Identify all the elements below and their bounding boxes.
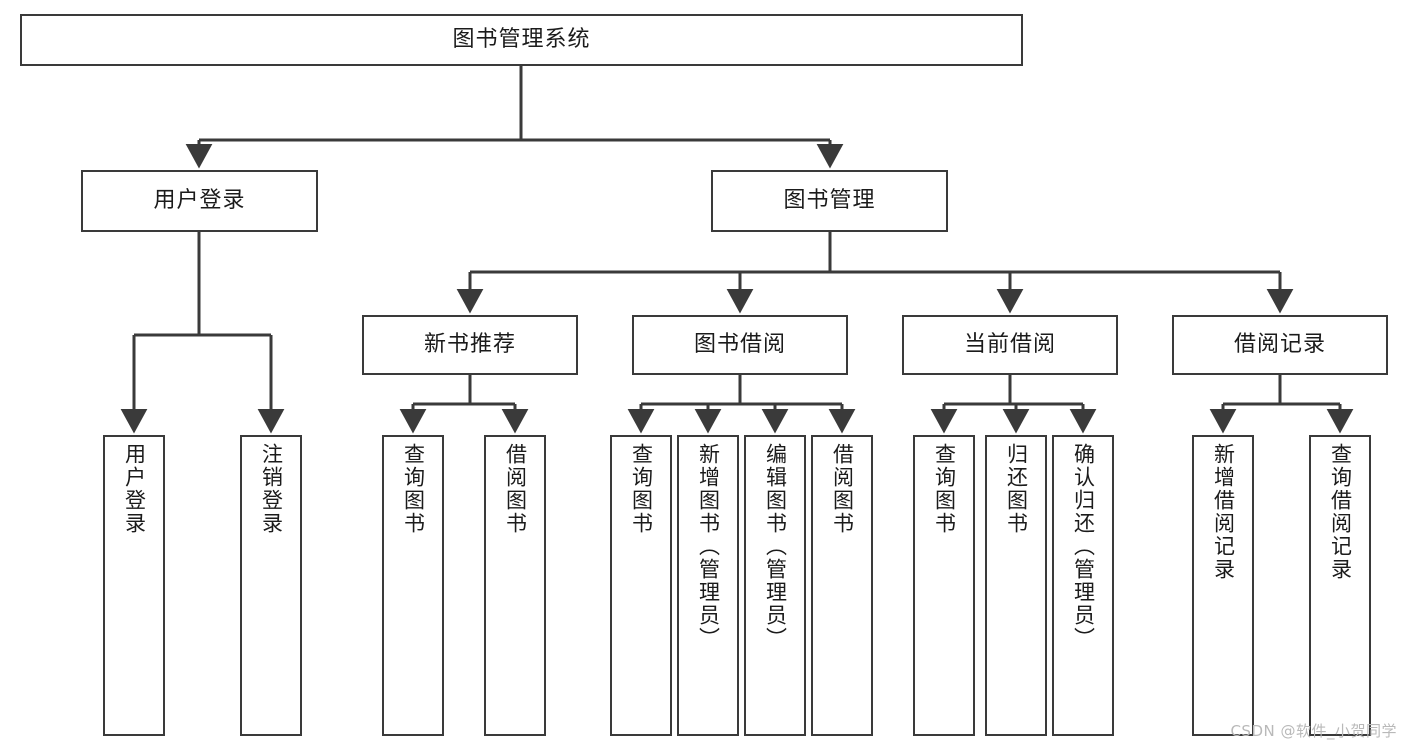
node-book-borrow-label: 图书借阅: [693, 332, 786, 358]
node-current-borrow[interactable]: 当前借阅: [902, 315, 1118, 375]
node-root-label: 图书管理系统: [452, 27, 591, 53]
leaf-edit-book-admin[interactable]: 编辑图书（管理员）: [744, 435, 806, 736]
node-new-book-recommend[interactable]: 新书推荐: [362, 315, 578, 375]
leaf-query-book-borrow-label: 查询图书: [629, 443, 654, 535]
leaf-confirm-return-admin[interactable]: 确认归还（管理员）: [1052, 435, 1114, 736]
node-borrow-record-label: 借阅记录: [1233, 332, 1326, 358]
node-book-management-label: 图书管理: [783, 188, 876, 214]
leaf-add-book-admin-label: 新增图书（管理员）: [696, 443, 721, 650]
node-user-login-label: 用户登录: [153, 188, 246, 214]
node-book-management[interactable]: 图书管理: [711, 170, 948, 232]
node-borrow-record[interactable]: 借阅记录: [1172, 315, 1388, 375]
leaf-return-book-label: 归还图书: [1004, 443, 1029, 535]
leaf-user-login-label: 用户登录: [122, 443, 147, 535]
leaf-add-book-admin[interactable]: 新增图书（管理员）: [677, 435, 739, 736]
leaf-query-borrow-record-label: 查询借阅记录: [1328, 443, 1353, 581]
leaf-borrow-book-borrow-label: 借阅图书: [830, 443, 855, 535]
leaf-confirm-return-admin-label: 确认归还（管理员）: [1071, 443, 1096, 650]
leaf-borrow-book-borrow[interactable]: 借阅图书: [811, 435, 873, 736]
leaf-query-book-newbook[interactable]: 查询图书: [382, 435, 444, 736]
leaf-query-book-newbook-label: 查询图书: [401, 443, 426, 535]
leaf-add-borrow-record-label: 新增借阅记录: [1211, 443, 1236, 581]
leaf-logout[interactable]: 注销登录: [240, 435, 302, 736]
leaf-edit-book-admin-label: 编辑图书（管理员）: [763, 443, 788, 650]
leaf-query-book-current[interactable]: 查询图书: [913, 435, 975, 736]
leaf-logout-label: 注销登录: [259, 443, 284, 535]
leaf-user-login[interactable]: 用户登录: [103, 435, 165, 736]
leaf-query-book-current-label: 查询图书: [932, 443, 957, 535]
node-new-book-recommend-label: 新书推荐: [423, 332, 516, 358]
node-root[interactable]: 图书管理系统: [20, 14, 1023, 66]
node-current-borrow-label: 当前借阅: [963, 332, 1056, 358]
node-book-borrow[interactable]: 图书借阅: [632, 315, 848, 375]
leaf-borrow-book-newbook[interactable]: 借阅图书: [484, 435, 546, 736]
watermark: CSDN @软件_小贺同学: [1230, 722, 1397, 740]
leaf-query-borrow-record[interactable]: 查询借阅记录: [1309, 435, 1371, 736]
leaf-query-book-borrow[interactable]: 查询图书: [610, 435, 672, 736]
node-user-login[interactable]: 用户登录: [81, 170, 318, 232]
leaf-return-book[interactable]: 归还图书: [985, 435, 1047, 736]
leaf-add-borrow-record[interactable]: 新增借阅记录: [1192, 435, 1254, 736]
leaf-borrow-book-newbook-label: 借阅图书: [503, 443, 528, 535]
